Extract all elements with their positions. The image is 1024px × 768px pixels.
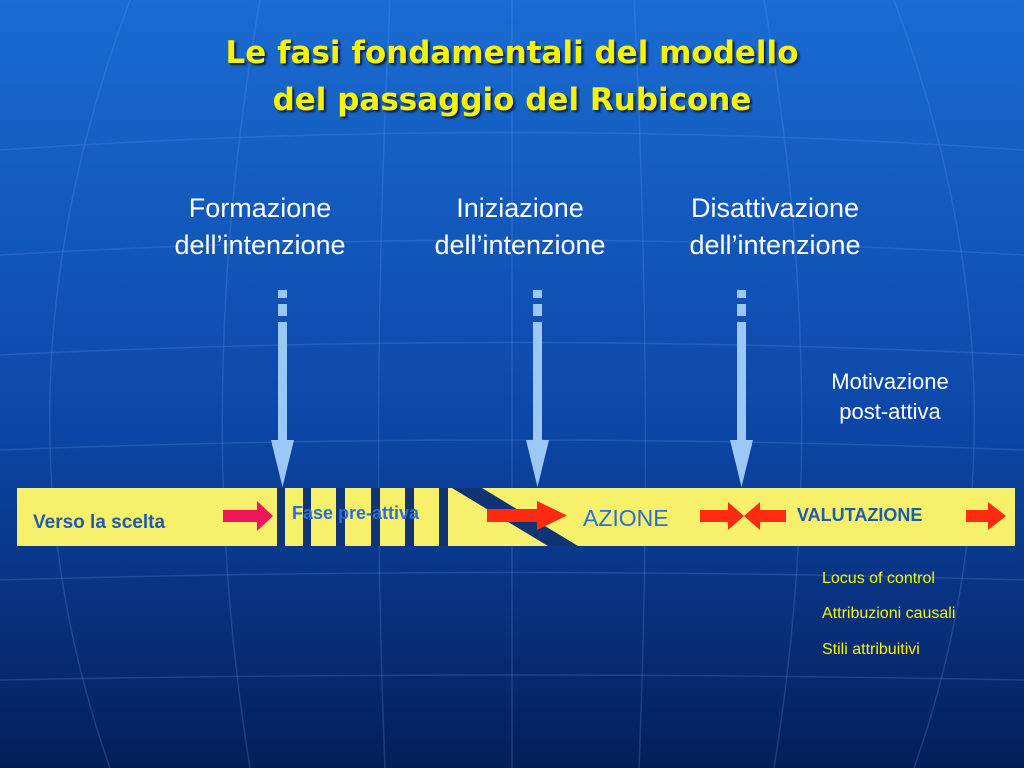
- phase-iniziazione-line-2: dell’intenzione: [434, 230, 606, 260]
- right-arrow-icon: [223, 501, 273, 531]
- phase-iniziazione: Iniziazione dell’intenzione: [405, 190, 635, 264]
- evaluation-item: Stili attribuitivi: [822, 641, 920, 658]
- left-arrow-icon: [744, 502, 786, 530]
- motivazione-line-1: Motivazione: [831, 369, 949, 394]
- right-arrow-icon: [700, 502, 744, 530]
- slide-title-line-1: Le fasi fondamentali del modello: [225, 35, 799, 71]
- verso-la-scelta-label: Verso la scelta: [33, 512, 166, 533]
- down-arrow-icon: [271, 290, 294, 487]
- phase-iniziazione-line-1: Iniziazione: [456, 193, 584, 223]
- phase-formazione: Formazione dell’intenzione: [145, 190, 375, 264]
- right-arrow-icon: [966, 502, 1006, 530]
- motivazione-line-2: post-attiva: [839, 399, 941, 424]
- slide-title-line-2: del passaggio del Rubicone: [272, 82, 752, 118]
- right-arrow-icon: [487, 501, 567, 530]
- phase-formazione-line-1: Formazione: [188, 193, 332, 223]
- down-arrow-icon: [730, 290, 753, 487]
- azione-label: AZIONE: [583, 505, 669, 531]
- pre-active-stripes: [277, 488, 448, 546]
- evaluation-item: Locus of control: [822, 570, 935, 587]
- phase-disattivazione-line-1: Disattivazione: [690, 193, 860, 223]
- valutazione-label: VALUTAZIONE: [797, 505, 923, 525]
- phase-disattivazione-line-2: dell’intenzione: [689, 230, 861, 260]
- phase-disattivazione: Disattivazione dell’intenzione: [655, 190, 895, 264]
- evaluation-item: Attribuzioni causali: [822, 605, 956, 622]
- fase-pre-attiva-label: Fase pre-attiva: [292, 503, 420, 523]
- motivazione-post-attiva: Motivazione post-attiva: [790, 367, 990, 427]
- phase-formazione-line-2: dell’intenzione: [174, 230, 346, 260]
- down-arrow-icon: [526, 290, 549, 487]
